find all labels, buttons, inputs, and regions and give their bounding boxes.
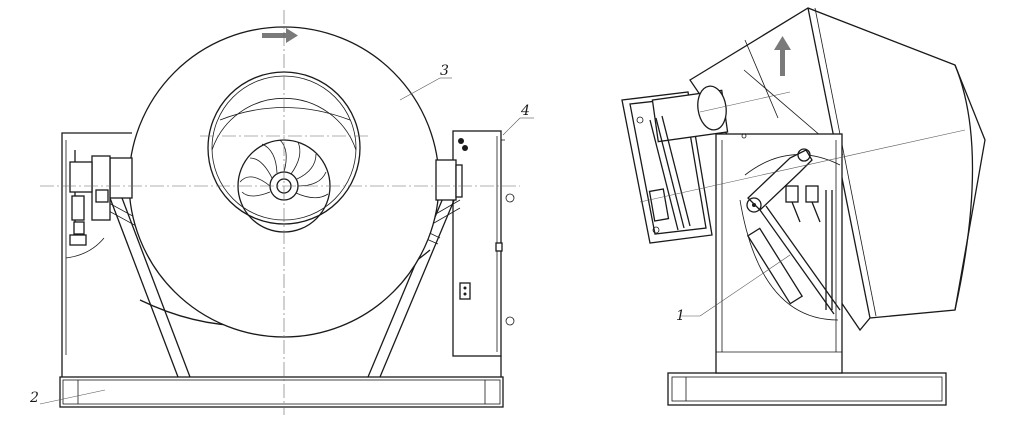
side-view: 1 bbox=[621, 7, 986, 406]
motor-gearbox bbox=[621, 85, 729, 244]
leader-side bbox=[680, 254, 791, 317]
part-label-3: 3 bbox=[440, 63, 449, 79]
rotation-arrow-right bbox=[262, 28, 298, 43]
right-panel-fittings bbox=[458, 138, 515, 326]
front-center-lines bbox=[40, 10, 520, 415]
part-label-1: 1 bbox=[676, 308, 685, 324]
side-center-lines bbox=[639, 91, 966, 203]
side-base bbox=[667, 372, 947, 406]
part-label-4: 4 bbox=[520, 103, 530, 119]
left-frame-panel bbox=[61, 132, 132, 377]
front-view: 3 4 2 bbox=[29, 10, 534, 415]
drum-axis-collars bbox=[91, 155, 463, 221]
tilt-mechanism bbox=[741, 133, 841, 315]
left-drive-unit bbox=[65, 150, 109, 259]
base-beam bbox=[59, 376, 504, 408]
leaders-front bbox=[39, 77, 534, 405]
rotation-arrow-up bbox=[774, 36, 791, 76]
part-label-2: 2 bbox=[29, 390, 39, 406]
